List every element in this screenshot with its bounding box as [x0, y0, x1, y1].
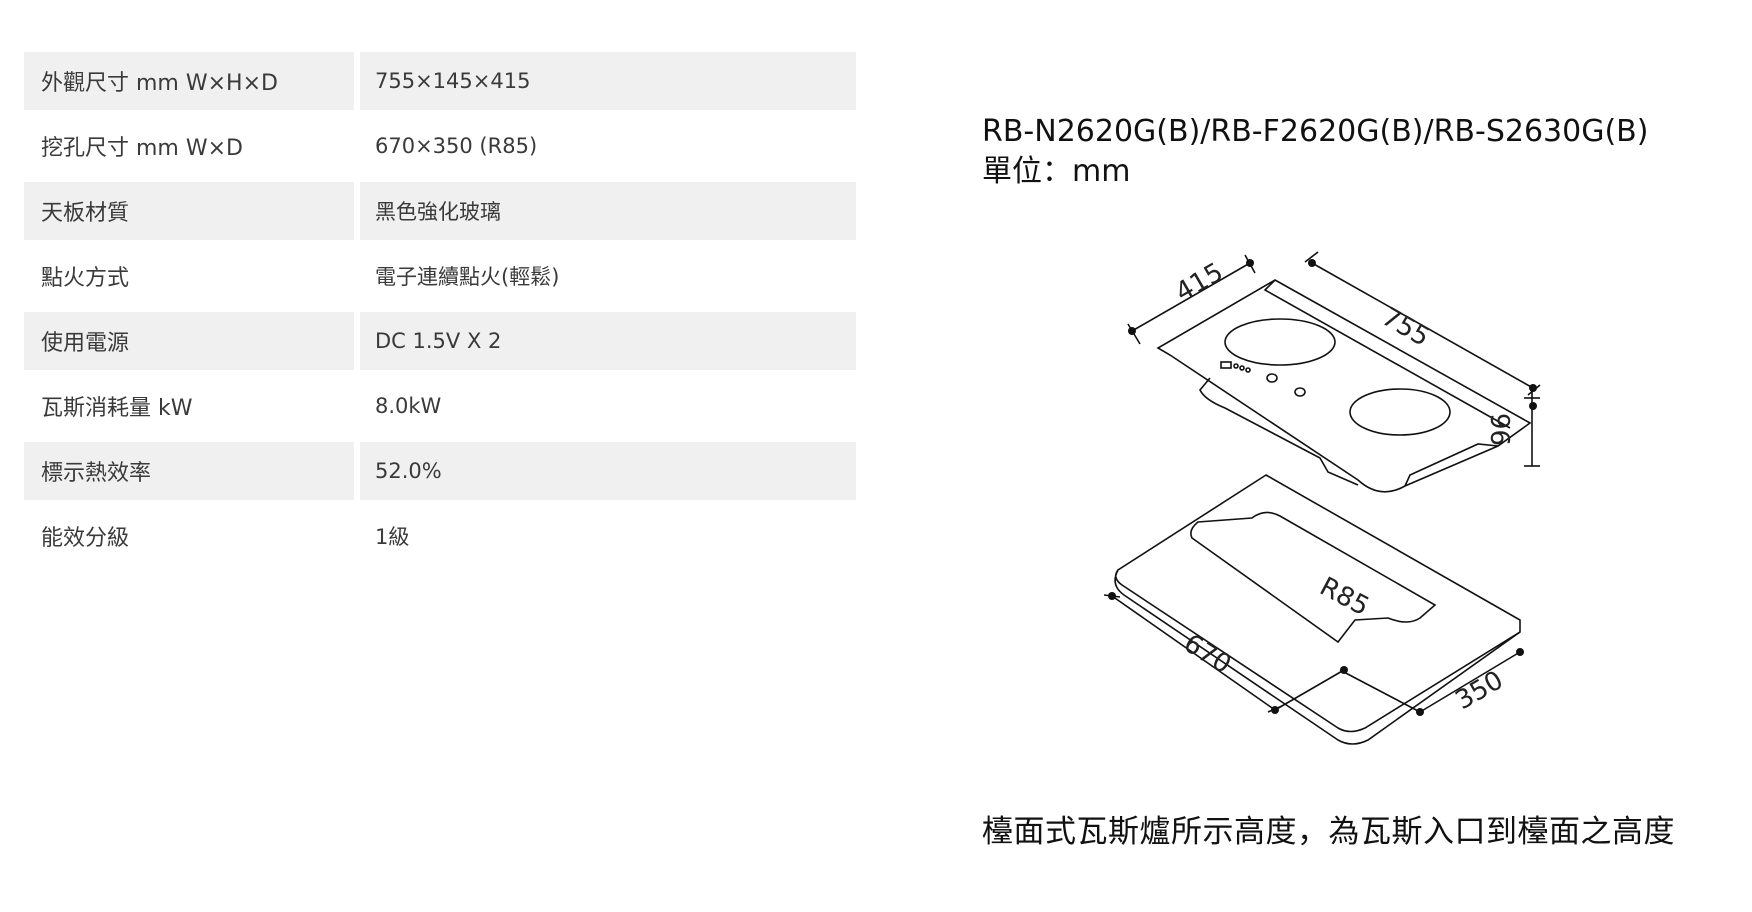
knob-icon [1294, 387, 1306, 397]
model-title: RB-N2620G(B)/RB-F2620G(B)/RB-S2630G(B) [982, 114, 1649, 149]
spec-table: 外觀尺寸 mm W×H×D 755×145×415 挖孔尺寸 mm W×D 67… [24, 52, 856, 572]
spec-row: 外觀尺寸 mm W×H×D 755×145×415 [24, 52, 856, 110]
dim-line-350 [1339, 669, 1421, 713]
stove-top-outline [1156, 279, 1532, 493]
spec-value: 755×145×415 [360, 52, 856, 110]
spec-label: 天板材質 [24, 182, 354, 240]
dim-label-radius: R85 [1315, 572, 1374, 623]
spec-label: 能效分級 [41, 526, 130, 551]
spec-row: 標示熱效率 52.0% [24, 442, 856, 500]
knob-icon [1239, 365, 1245, 371]
stove-body [1199, 377, 1359, 486]
spec-label: 挖孔尺寸 mm W×D [41, 136, 243, 161]
stove-control-strip [1263, 279, 1511, 429]
dim-line-670 [1111, 595, 1276, 711]
countertop-front-edge [1114, 569, 1521, 745]
spec-label: 使用電源 [24, 312, 354, 370]
spec-value: DC 1.5V X 2 [360, 312, 856, 370]
unit-label: 單位：mm [982, 154, 1131, 189]
cutout-outline [1190, 511, 1437, 644]
spec-row: 瓦斯消耗量 kW 8.0kW [24, 377, 856, 435]
spec-value: 電子連續點火(輕鬆) [375, 265, 560, 289]
burner-right-icon [1349, 388, 1451, 436]
dim-line-755 [1311, 262, 1534, 389]
spec-label: 點火方式 [41, 266, 130, 291]
spec-row: 天板材質 黑色強化玻璃 [24, 182, 856, 240]
dim-line-415 [1131, 262, 1251, 332]
knob-icon [1245, 367, 1251, 373]
spec-value: 52.0% [360, 442, 856, 500]
burner-left-icon [1224, 318, 1336, 366]
spec-row: 點火方式 電子連續點火(輕鬆) [24, 247, 856, 305]
spec-value: 670×350 (R85) [375, 134, 538, 158]
dim-label-415: 415 [1171, 257, 1229, 308]
spec-label: 瓦斯消耗量 kW [41, 396, 193, 421]
spec-value: 黑色強化玻璃 [360, 182, 856, 240]
stove-dimension-diagram: 415 755 96 670 350 R85 [1103, 251, 1541, 745]
dim-label-96: 96 [1487, 413, 1517, 446]
spec-value: 1級 [375, 525, 410, 549]
dim-label-670: 670 [1178, 628, 1236, 680]
control-panel-icon [1220, 361, 1232, 369]
spec-row: 能效分級 1級 [24, 507, 856, 565]
knob-icon [1233, 363, 1239, 369]
spec-label: 標示熱效率 [24, 442, 354, 500]
spec-label: 外觀尺寸 mm W×H×D [24, 52, 354, 110]
dim-label-350: 350 [1451, 665, 1509, 716]
spec-row: 使用電源 DC 1.5V X 2 [24, 312, 856, 370]
spec-value: 8.0kW [375, 394, 442, 418]
dim-label-755: 755 [1377, 302, 1435, 353]
stove-body-right [1404, 443, 1499, 487]
knob-icon [1266, 373, 1278, 383]
spec-row: 挖孔尺寸 mm W×D 670×350 (R85) [24, 117, 856, 175]
footnote: 檯面式瓦斯爐所示高度，為瓦斯入口到檯面之高度 [982, 814, 1675, 850]
